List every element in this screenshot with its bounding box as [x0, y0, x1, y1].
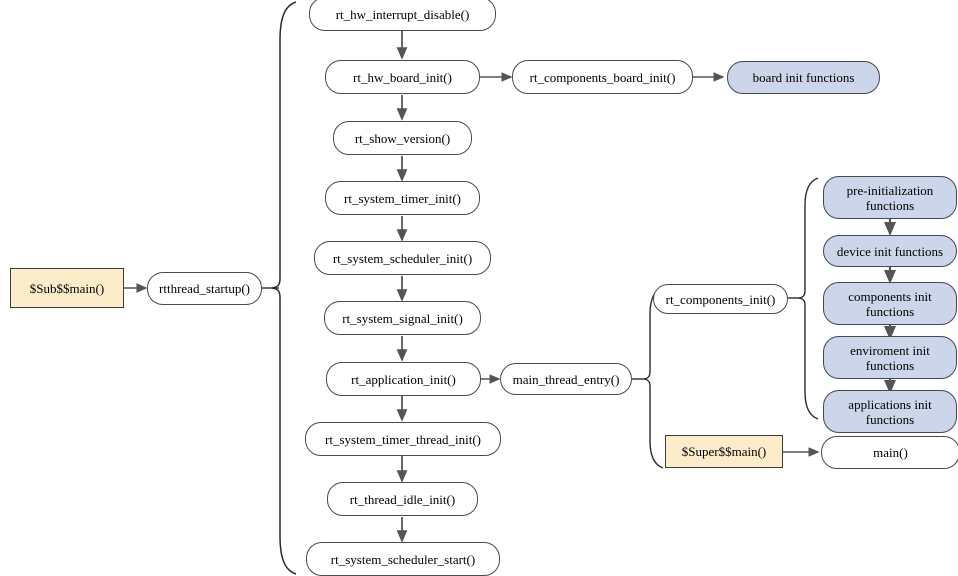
node-rt-system-timer-init[interactable]: rt_system_timer_init() [325, 181, 480, 215]
node-components-init-functions[interactable]: components init functions [823, 282, 957, 325]
node-rt-application-init[interactable]: rt_application_init() [326, 362, 481, 396]
node-super-main[interactable]: $Super$$main() [665, 435, 783, 468]
node-rt-thread-idle-init[interactable]: rt_thread_idle_init() [327, 482, 478, 516]
node-rt-system-scheduler-init[interactable]: rt_system_scheduler_init() [314, 241, 491, 275]
node-rt-components-init[interactable]: rt_components_init() [653, 284, 788, 314]
node-rt-system-signal-init[interactable]: rt_system_signal_init() [324, 301, 481, 335]
node-rtthread-startup[interactable]: rtthread_startup() [147, 272, 262, 305]
node-main[interactable]: main() [821, 436, 958, 469]
node-rt-system-scheduler-start[interactable]: rt_system_scheduler_start() [306, 542, 500, 576]
node-rt-hw-board-init[interactable]: rt_hw_board_init() [325, 60, 480, 94]
node-applications-init-functions[interactable]: applications init functions [823, 390, 957, 433]
node-rt-system-timer-thread-init[interactable]: rt_system_timer_thread_init() [305, 422, 501, 456]
node-pre-initialization-functions[interactable]: pre-initialization functions [823, 176, 957, 219]
brace-components-init-steps [798, 177, 819, 420]
node-board-init-functions[interactable]: board init functions [727, 61, 880, 94]
node-rt-show-version[interactable]: rt_show_version() [333, 121, 472, 155]
brace-startup-sequence [271, 1, 297, 575]
node-rt-hw-interrupt-disable[interactable]: rt_hw_interrupt_disable() [309, 0, 496, 31]
node-sub-main[interactable]: $Sub$$main() [10, 268, 124, 308]
node-device-init-functions[interactable]: device init functions [823, 235, 957, 267]
node-main-thread-entry[interactable]: main_thread_entry() [500, 363, 632, 395]
node-enviroment-init-functions[interactable]: enviroment init functions [823, 336, 957, 379]
node-rt-components-board-init[interactable]: rt_components_board_init() [512, 60, 693, 94]
brace-main-thread-entry [643, 286, 664, 469]
